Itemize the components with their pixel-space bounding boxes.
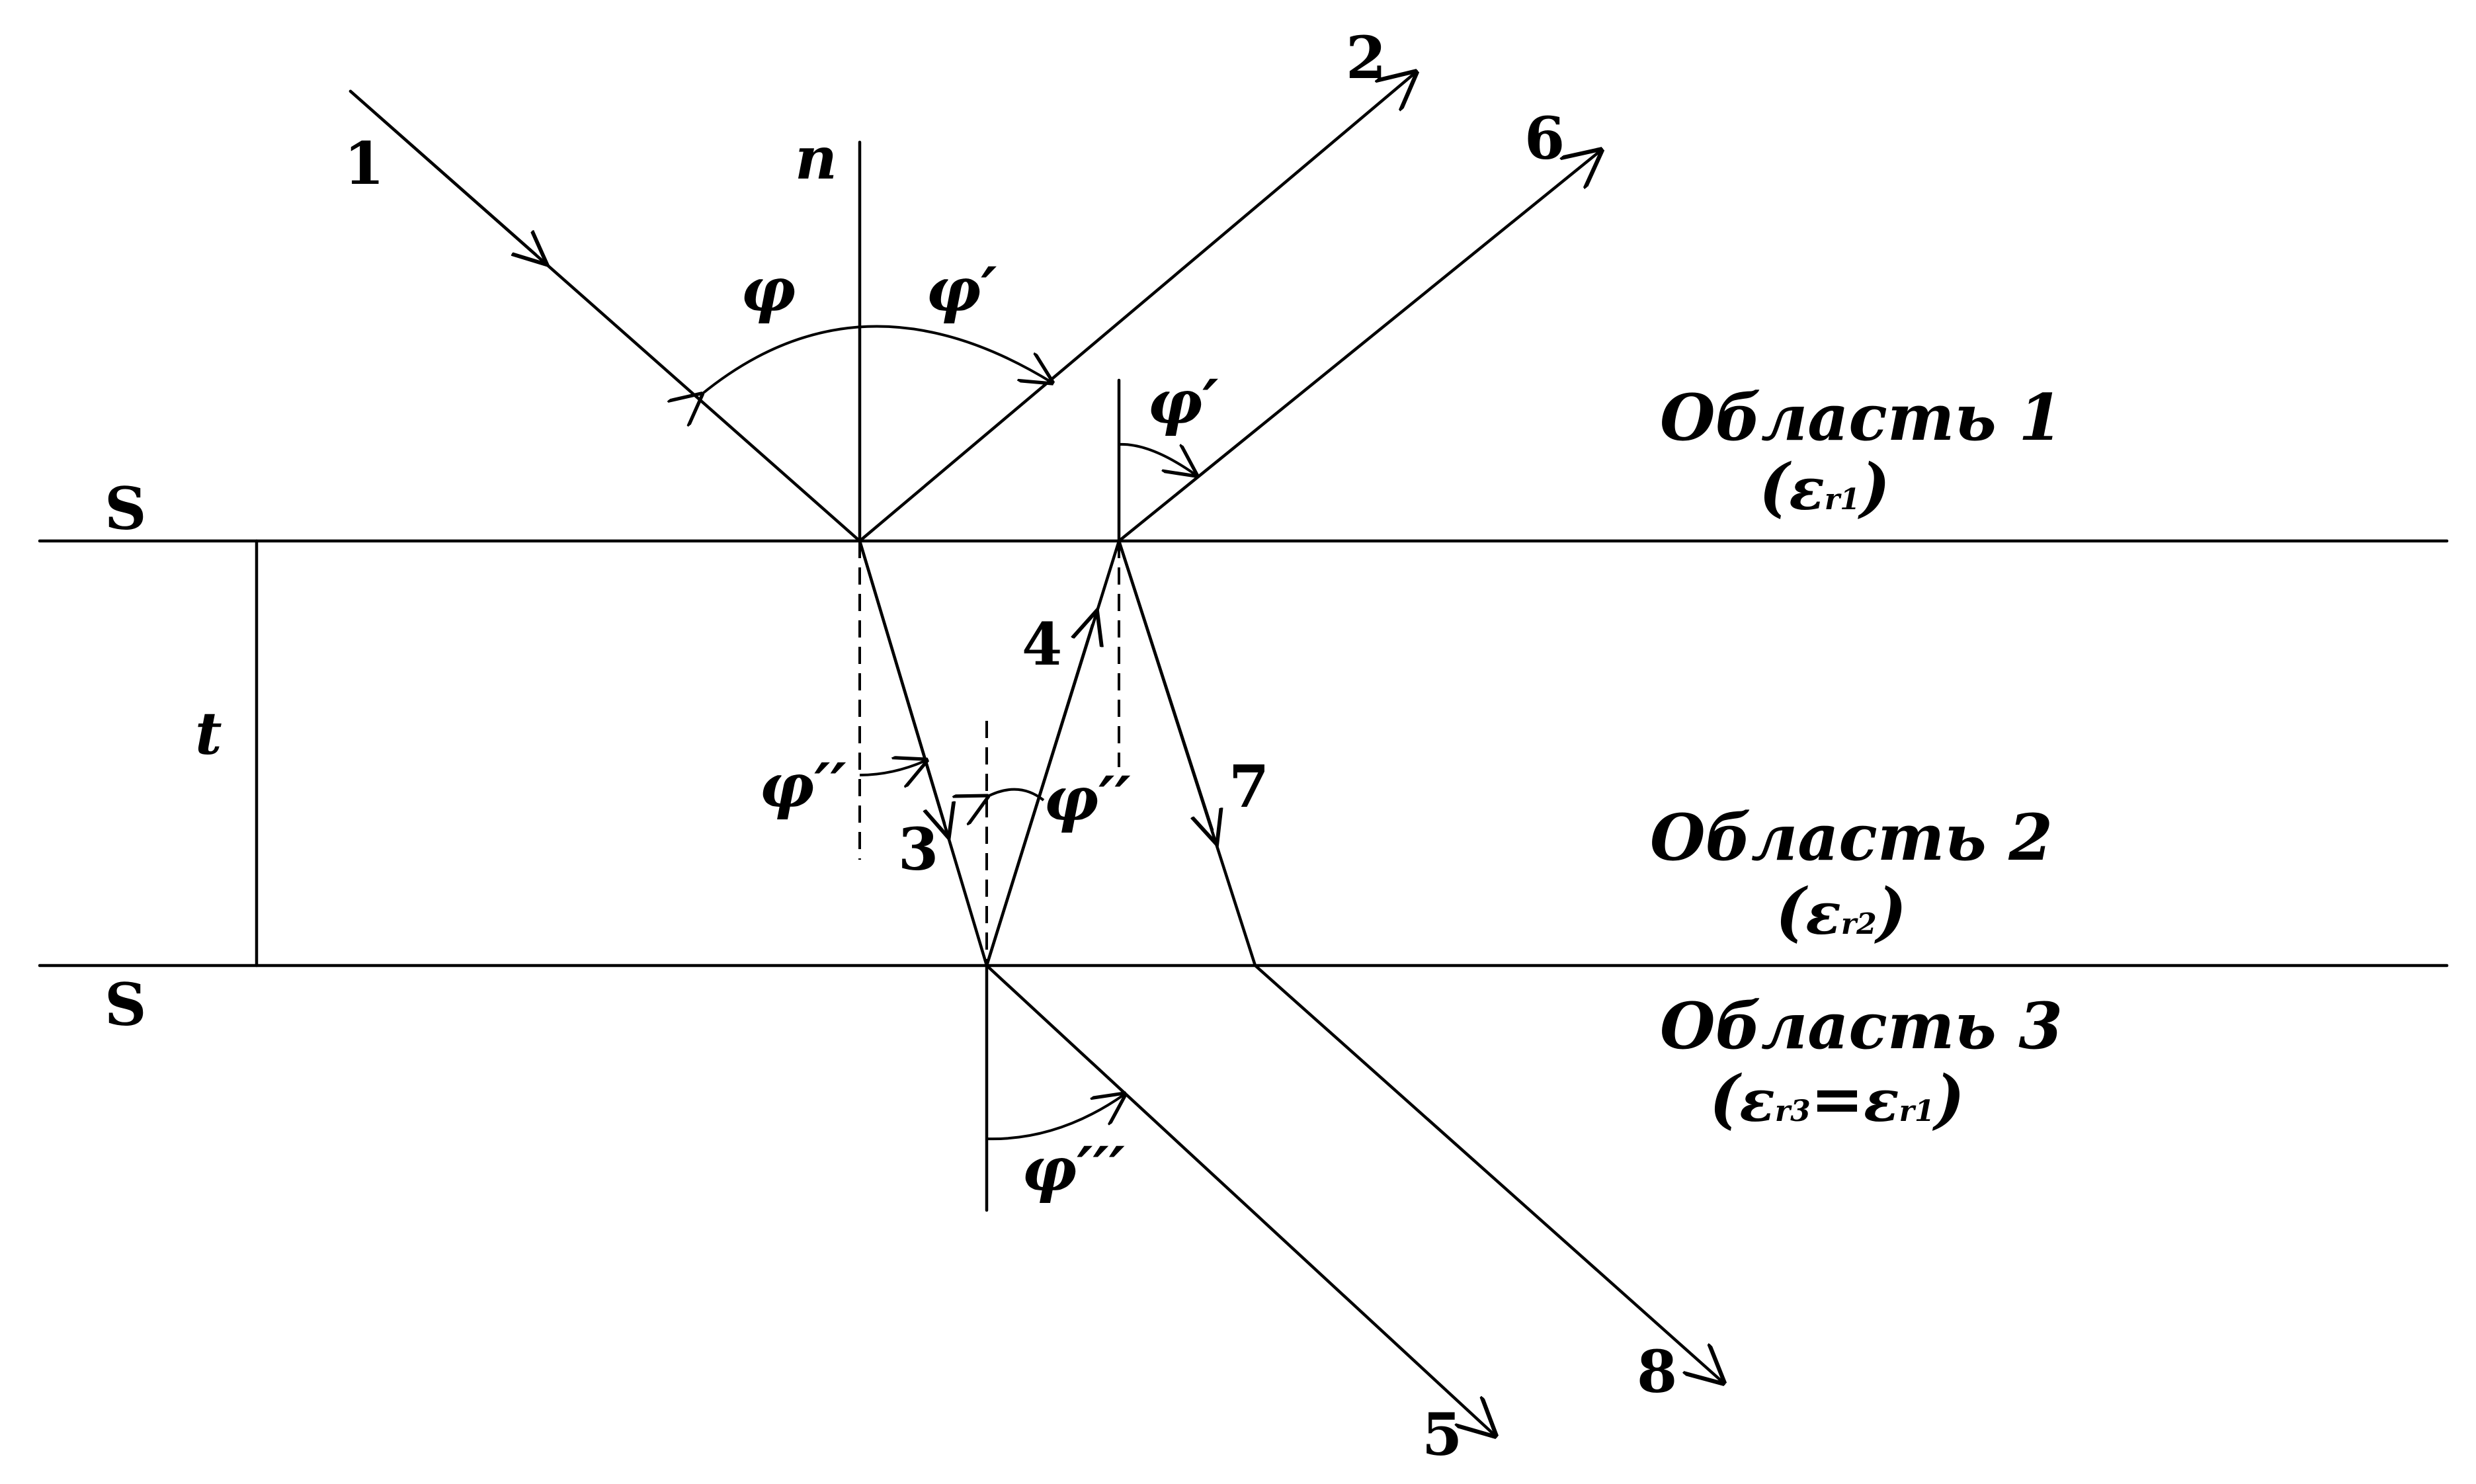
region-1-params: (εr1) xyxy=(1759,450,1890,524)
region-1-eps: ε xyxy=(1789,454,1825,523)
region-2-close: ) xyxy=(1874,874,1907,949)
ray-label-8: 8 xyxy=(1637,1337,1677,1406)
region-3-sub-a: r3 xyxy=(1775,1094,1811,1128)
region-3-open: ( xyxy=(1710,1061,1742,1136)
ray-label-7: 7 xyxy=(1229,752,1269,821)
normal-label: n xyxy=(795,124,837,192)
ray-7-arrow xyxy=(1117,539,1212,830)
ray-8-line xyxy=(1253,964,1723,1382)
region-1-sub: r1 xyxy=(1825,483,1860,516)
ray-label-5: 5 xyxy=(1422,1400,1462,1469)
region-3-eps-a: ε xyxy=(1739,1066,1775,1135)
region-2-name: Область 2 xyxy=(1650,800,2053,875)
ray-5-line xyxy=(985,964,1495,1435)
surface-label-top: S xyxy=(104,474,147,543)
ray-1-arrow xyxy=(349,89,536,255)
ray-label-1: 1 xyxy=(344,129,384,198)
angle-phi-tripleprime: φ′′′ xyxy=(1022,1134,1125,1205)
ray-2-line xyxy=(858,73,1415,543)
region-3-name: Область 3 xyxy=(1660,989,2063,1063)
region-3-sub-b: r1 xyxy=(1899,1094,1935,1128)
angle-phi-prime: φ′ xyxy=(926,254,997,325)
ray-label-3: 3 xyxy=(898,815,938,884)
ray-label-6: 6 xyxy=(1524,104,1565,173)
arc-phidoubleprime-2 xyxy=(987,788,1045,800)
region-1-open: ( xyxy=(1759,450,1792,524)
ray-6-line xyxy=(1117,151,1600,543)
angle-phi-doubleprime: φ′′ xyxy=(759,750,846,821)
angle-phi-prime-2: φ′ xyxy=(1147,366,1219,438)
ray-label-2: 2 xyxy=(1346,23,1386,92)
region-2-eps: ε xyxy=(1805,879,1841,948)
region-2-open: ( xyxy=(1776,874,1808,949)
arc-phiprime-right xyxy=(1118,442,1196,475)
region-1-name: Область 1 xyxy=(1660,380,2063,455)
angle-phi: φ xyxy=(741,254,796,325)
arc-phitripleprime xyxy=(986,1094,1124,1141)
region-3-eq: = xyxy=(1811,1061,1864,1136)
region-2-params: (εr2) xyxy=(1776,874,1907,949)
angle-phi-doubleprime-2: φ′′ xyxy=(1044,763,1131,835)
arc-phidoubleprime-1 xyxy=(859,761,926,775)
ray-label-4: 4 xyxy=(1022,610,1062,679)
region-3-eps-b: ε xyxy=(1864,1066,1899,1135)
region-2-sub: r2 xyxy=(1841,907,1877,941)
region-3-close: ) xyxy=(1932,1061,1964,1136)
thickness-label: t xyxy=(195,699,222,768)
arc-phi-phiprime xyxy=(701,325,1052,395)
region-1-close: ) xyxy=(1858,450,1890,524)
ray-4-arrow xyxy=(985,625,1093,968)
surface-label-bottom: S xyxy=(104,970,147,1039)
region-3-params: (εr3=εr1) xyxy=(1710,1061,1965,1136)
ray-3-arrow xyxy=(858,539,944,823)
